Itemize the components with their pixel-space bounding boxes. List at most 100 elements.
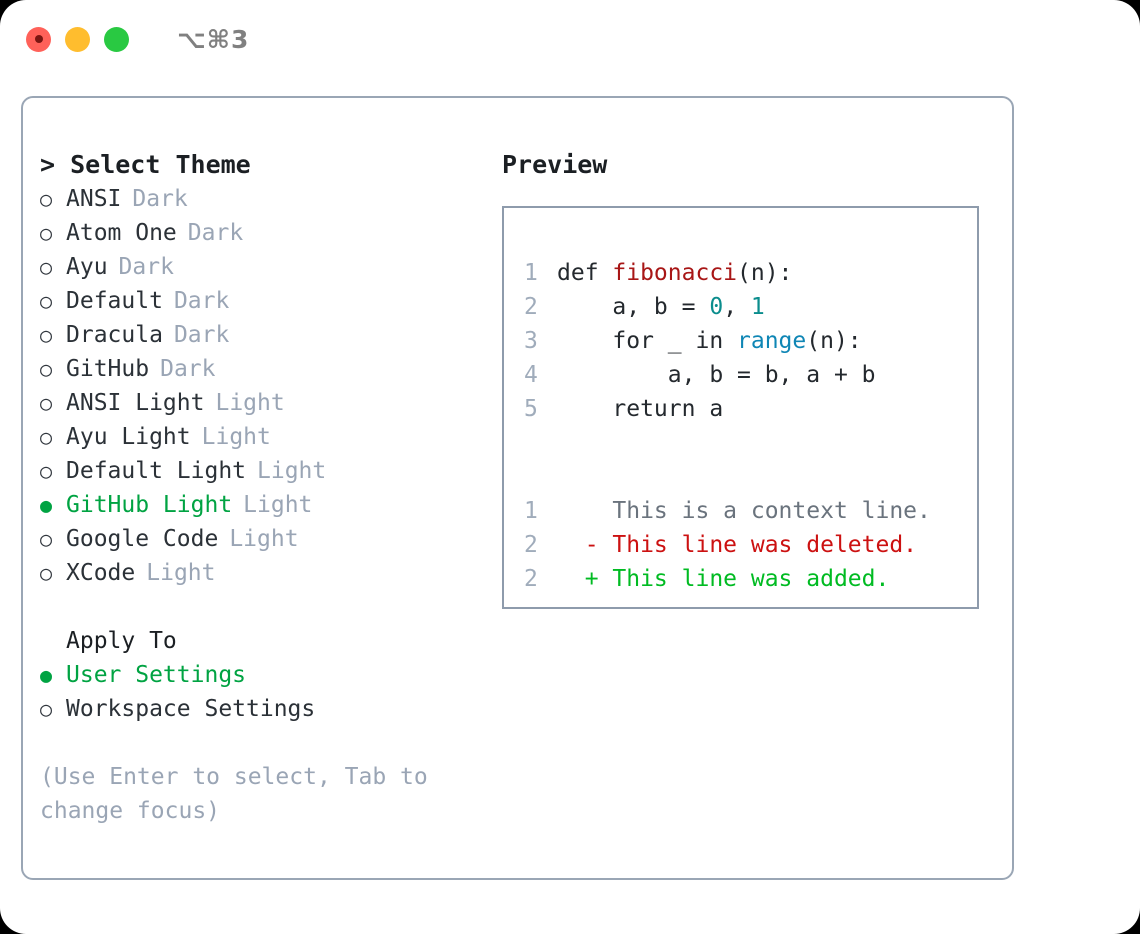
keyboard-hint-text: (Use Enter to select, Tab to change focu… — [40, 764, 428, 824]
token-plain: for _ in — [557, 328, 738, 354]
theme-option-label: GitHub Light — [66, 492, 233, 518]
theme-variant-tag: Light — [229, 526, 299, 552]
line-number: 4 — [524, 362, 538, 388]
code-spacer-2 — [524, 460, 977, 494]
line-number: 1 — [524, 260, 538, 286]
apply-to-option-user-settings[interactable]: ● User Settings — [40, 658, 502, 692]
theme-option-dracula[interactable]: ○ Dracula Dark — [40, 318, 502, 352]
minimize-window-button[interactable] — [65, 26, 90, 52]
theme-variant-tag: Light — [243, 492, 313, 518]
apply-to-option-label: Workspace Settings — [66, 696, 316, 722]
close-window-button[interactable] — [26, 26, 51, 52]
line-number: 3 — [524, 328, 538, 354]
theme-variant-tag: Dark — [160, 356, 216, 382]
token-num: 0 — [709, 294, 724, 320]
token-plain: , — [723, 294, 751, 320]
line-number: 2 — [524, 566, 538, 592]
code-line-text: for _ in range(n): — [557, 324, 862, 358]
theme-option-label: ANSI Light — [66, 390, 205, 416]
theme-option-github-light[interactable]: ● GitHub Light Light — [40, 488, 502, 522]
line-number: 5 — [524, 396, 538, 422]
theme-option-label: Default Light — [66, 458, 247, 484]
theme-variant-tag: Dark — [173, 322, 230, 348]
theme-option-label: Ayu — [66, 254, 108, 280]
theme-option-default-light[interactable]: ○ Default Light Light — [40, 454, 502, 488]
apply-to-option-label: User Settings — [66, 662, 247, 688]
diff-line-text: This is a context line. — [557, 498, 931, 524]
token-plain: a, b = — [557, 294, 710, 320]
radio-unselected-icon: ○ — [40, 459, 53, 483]
token-plain: (n): — [806, 328, 862, 354]
code-line: 4 a, b = b, a + b — [524, 358, 977, 392]
theme-option-ansi[interactable]: ○ ANSI Dark — [40, 182, 502, 216]
select-theme-heading: > Select Theme — [40, 150, 251, 179]
code-line-text: a, b = b, a + b — [557, 358, 876, 392]
radio-unselected-icon: ○ — [40, 561, 53, 585]
theme-option-label: ANSI — [66, 186, 122, 212]
radio-unselected-icon: ○ — [40, 221, 53, 245]
diff-line-text: - This line was deleted. — [557, 532, 918, 558]
code-line: 3 for _ in range(n): — [524, 324, 977, 358]
theme-variant-tag: Dark — [132, 186, 188, 212]
token-fn: fibonacci — [612, 260, 738, 286]
radio-unselected-icon: ○ — [40, 187, 53, 211]
theme-option-label: Dracula — [66, 322, 163, 348]
token-call: range — [737, 328, 807, 354]
radio-unselected-icon: ○ — [40, 323, 53, 347]
diff-sample: 1 This is a context line.2 - This line w… — [524, 494, 977, 596]
line-number: 1 — [524, 498, 538, 524]
preview-heading: Preview — [502, 150, 608, 179]
diff-line-text: + This line was added. — [557, 566, 890, 592]
theme-variant-tag: Dark — [173, 288, 230, 314]
code-line: 1 def fibonacci(n): — [524, 256, 977, 290]
theme-option-label: Ayu Light — [66, 424, 191, 450]
code-line: 2 a, b = 0, 1 — [524, 290, 977, 324]
code-line-text: def fibonacci(n): — [557, 256, 792, 290]
token-plain: (n): — [737, 260, 793, 286]
theme-variant-tag: Dark — [118, 254, 174, 280]
radio-unselected-icon: ○ — [40, 425, 53, 449]
theme-option-label: Default — [66, 288, 163, 314]
theme-option-github[interactable]: ○ GitHub Dark — [40, 352, 502, 386]
maximize-window-button[interactable] — [104, 26, 129, 52]
theme-option-label: XCode — [66, 560, 136, 586]
code-line-text: return a — [557, 392, 723, 426]
theme-variant-tag: Light — [201, 424, 271, 450]
token-plain: def — [557, 260, 613, 286]
radio-selected-icon: ● — [40, 493, 53, 517]
radio-unselected-icon: ○ — [40, 697, 53, 721]
radio-unselected-icon: ○ — [40, 357, 53, 381]
apply-to-option-workspace-settings[interactable]: ○ Workspace Settings — [40, 692, 502, 726]
theme-option-ayu-light[interactable]: ○ Ayu Light Light — [40, 420, 502, 454]
diff-line-del: 2 - This line was deleted. — [524, 528, 977, 562]
token-num: 1 — [750, 294, 765, 320]
radio-selected-icon: ● — [40, 663, 53, 687]
theme-option-label: GitHub — [66, 356, 150, 382]
token-plain: a, b = b, a + b — [557, 362, 876, 388]
code-spacer — [524, 426, 977, 460]
apply-to-option-list[interactable]: ● User Settings ○ Workspace Settings — [40, 658, 502, 726]
theme-variant-tag: Light — [257, 458, 327, 484]
radio-unselected-icon: ○ — [40, 391, 53, 415]
diff-line-add: 2 + This line was added. — [524, 562, 977, 596]
title-bar: ⌥⌘3 — [0, 0, 1140, 78]
diff-line-ctx: 1 This is a context line. — [524, 494, 977, 528]
line-number: 2 — [524, 532, 538, 558]
code-line: 5 return a — [524, 392, 977, 426]
theme-variant-tag: Dark — [187, 220, 244, 246]
window-controls — [26, 26, 129, 52]
apply-to-heading: Apply To — [66, 628, 177, 654]
